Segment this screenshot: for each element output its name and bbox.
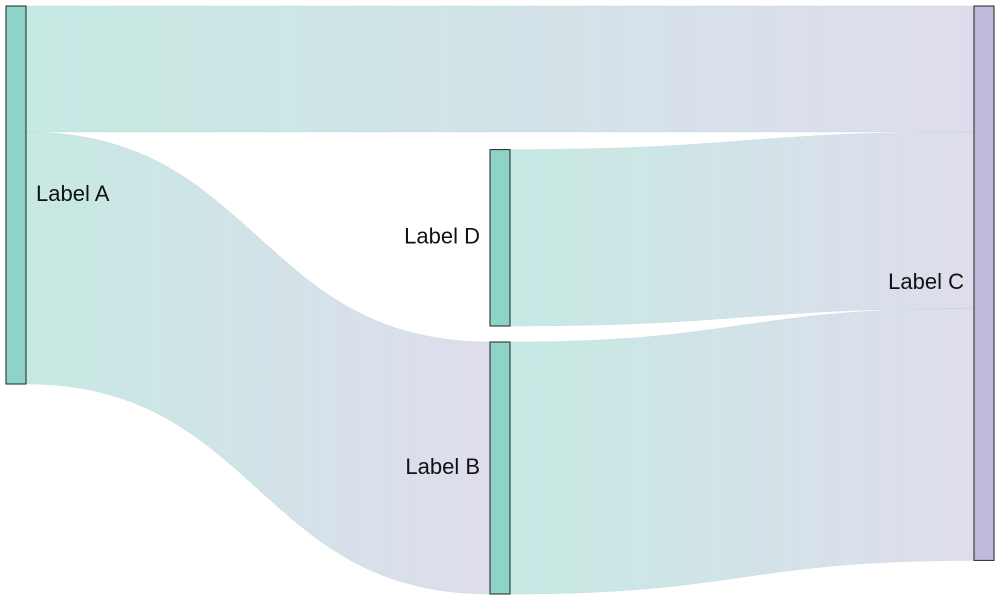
sankey-node-b: [489, 341, 511, 595]
sankey-node-label-d: Label D: [404, 224, 480, 249]
sankey-node-a: [5, 5, 27, 385]
sankey-link-b-c: [509, 308, 975, 595]
sankey-link-d-c: [509, 131, 975, 327]
sankey-node-d: [489, 149, 511, 327]
sankey-links: [25, 5, 975, 595]
sankey-nodes: [5, 5, 995, 595]
sankey-node-label-a: Label A: [36, 181, 110, 206]
sankey-node-label-c: Label C: [888, 269, 964, 294]
sankey-link-a-c: [25, 5, 975, 133]
sankey-node-label-b: Label B: [405, 454, 480, 479]
sankey-node-c: [973, 5, 995, 561]
sankey-labels: Label A Label D Label B Label C: [36, 181, 964, 479]
